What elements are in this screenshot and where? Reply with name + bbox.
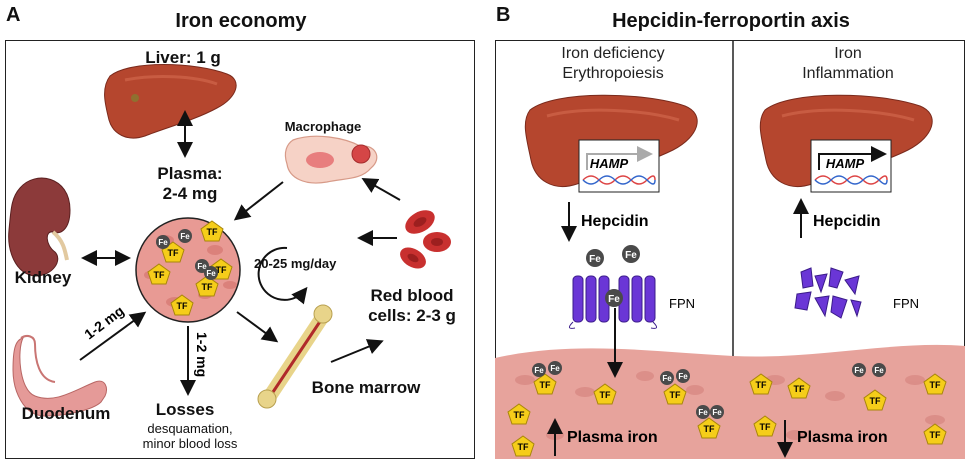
fe-label: Fe [625, 250, 637, 261]
fe-label: Fe [589, 254, 601, 265]
tf-label: TF [756, 380, 767, 390]
right-column-header: Iron Inflammation [802, 45, 894, 82]
absorption-label: 1-2 mg [81, 302, 127, 342]
bone-marrow-label: Bone marrow [311, 378, 421, 397]
tf-label: TF [154, 270, 165, 280]
kidney-label: Kidney [14, 268, 72, 287]
plasma-iron-label-left: Plasma iron [567, 429, 658, 446]
tf-label: TF [760, 422, 771, 432]
losses-detail: desquamation, minor blood loss [142, 421, 238, 451]
hepcidin-label-left: Hepcidin [581, 213, 649, 230]
fe-label: Fe [698, 408, 708, 417]
plasma-iron-label-right: Plasma iron [797, 429, 888, 446]
tf-label: TF [518, 442, 529, 452]
fe-label: Fe [550, 364, 560, 373]
plasma-to-marrow-arrow [236, 311, 279, 343]
kidney-icon [8, 177, 71, 277]
duodenum-to-plasma-arrow [79, 311, 147, 361]
tf-label: TF [930, 430, 941, 440]
fe-label: Fe [712, 408, 722, 417]
rbc-to-macrophage-arrow [361, 178, 401, 201]
loss-amount-label: 1-2 mg [194, 332, 210, 377]
fe-label: Fe [534, 366, 544, 375]
fe-label: Fe [608, 294, 620, 305]
plasma-tokens-left: TF TF TF TF TF TF Fe Fe Fe Fe Fe Fe [507, 361, 724, 457]
tf-label: TF [930, 380, 941, 390]
tf-label: TF [670, 390, 681, 400]
hamp-arrow-left [586, 146, 653, 170]
hamp-label-left: HAMP [590, 156, 629, 171]
duodenum-label: Duodenum [21, 404, 111, 423]
turnover-cycle-arrow [257, 246, 308, 305]
bone-icon [257, 304, 333, 409]
tf-label: TF [794, 384, 805, 394]
fe-label: Fe [158, 238, 168, 247]
tf-label: TF [704, 424, 715, 434]
liver-icon [104, 64, 237, 139]
iron-economy-diagram: TF TF TF TF TF TF Fe Fe Fe Fe 1-2 mg 1-2… [8, 64, 451, 417]
tf-label: TF [514, 410, 525, 420]
ferroportin-intact-icon [569, 275, 657, 329]
hamp-label-right: HAMP [826, 156, 865, 171]
turnover-label: 20-25 mg/day [254, 256, 337, 271]
plasma-band [495, 344, 965, 459]
tf-label: TF [216, 265, 227, 275]
red-blood-cells-icon [400, 210, 451, 269]
fe-label: Fe [206, 269, 216, 278]
liver-label: Liver: 1 g [145, 48, 221, 67]
macrophage-to-plasma-arrow [233, 181, 284, 221]
fpn-label-right: FPN [893, 296, 919, 311]
tf-label: TF [207, 227, 218, 237]
tf-label: TF [168, 248, 179, 258]
tf-label: TF [540, 380, 551, 390]
plasma-tokens-right: TF TF TF TF TF TF Fe Fe [749, 363, 947, 445]
macrophage-icon [284, 135, 378, 184]
fe-label: Fe [197, 262, 207, 271]
fe-label: Fe [678, 372, 688, 381]
fe-label: Fe [854, 366, 864, 375]
panel-a-frame [5, 40, 475, 459]
panel-b-letter: B [496, 4, 511, 26]
losses-label: Losses [155, 400, 215, 419]
left-column-header: Iron deficiency Erythropoiesis [561, 45, 665, 82]
hamp-arrow-right [818, 146, 887, 170]
tf-label: TF [177, 301, 188, 311]
hepcidin-label-right: Hepcidin [813, 213, 881, 230]
panel-b-title: Hepcidin-ferroportin axis [612, 10, 850, 32]
panel-a-letter: A [6, 4, 21, 26]
ferroportin-degraded-icon [794, 267, 862, 319]
tf-label: TF [202, 282, 213, 292]
rbc-label: Red blood cells: 2-3 g [368, 286, 456, 326]
panel-a-title: Iron economy [175, 10, 307, 32]
fe-label: Fe [874, 366, 884, 375]
plasma-label: Plasma: 2-4 mg [157, 164, 223, 204]
tf-label: TF [600, 390, 611, 400]
hepcidin-ferroportin-diagram: HAMP HAMP Hepcidin Hepcidin Fe Fe Fe FPN [495, 40, 965, 459]
fpn-label-left: FPN [669, 296, 695, 311]
duodenum-icon [12, 335, 108, 417]
marrow-to-rbc-arrow [330, 339, 384, 363]
plasma-tokens: TF TF TF TF TF TF Fe Fe Fe Fe [147, 220, 233, 316]
tf-label: TF [870, 396, 881, 406]
fe-label: Fe [662, 374, 672, 383]
macrophage-label: Macrophage [284, 119, 362, 134]
fe-label: Fe [180, 232, 190, 241]
